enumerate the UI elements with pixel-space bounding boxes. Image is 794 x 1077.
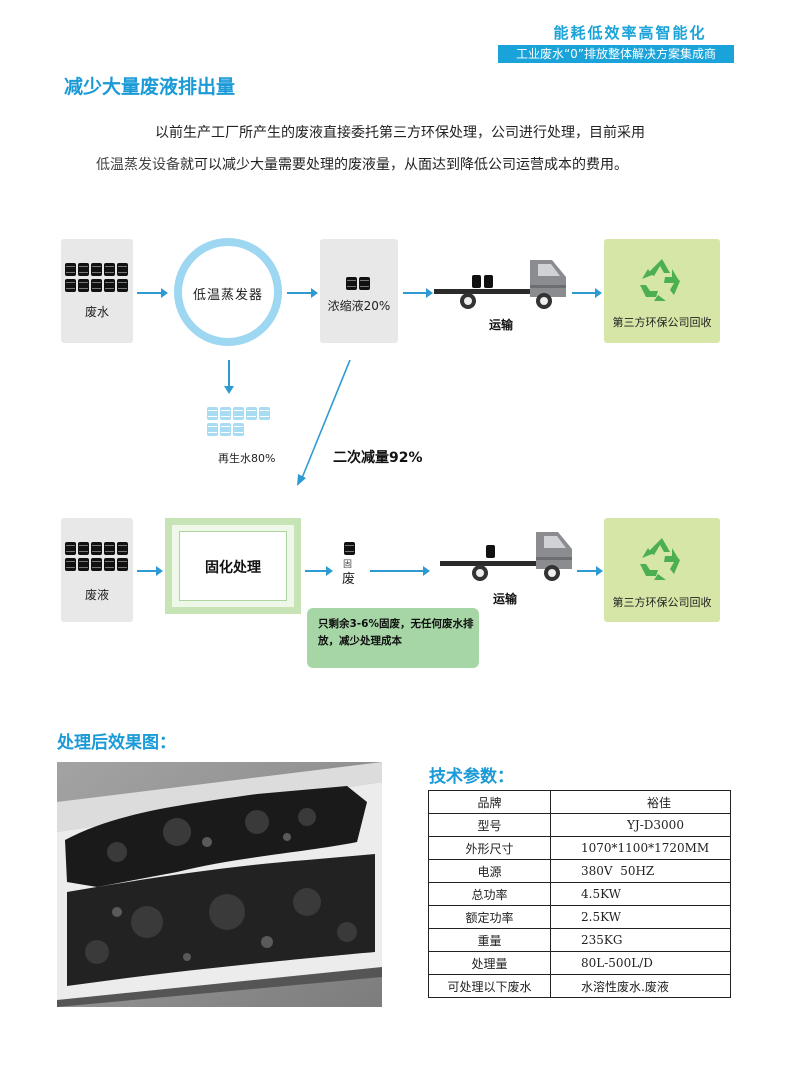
barrels-icon <box>346 277 409 290</box>
truck-icon <box>434 260 566 309</box>
intro-line-2: 低温蒸发设备就可以减少大量需要处理的废液量，从面达到降低公司运营成本的费用。 <box>96 154 628 174</box>
truck-icon <box>440 532 572 581</box>
solid-waste-barrel-icon <box>344 542 355 555</box>
spec-key: 重量 <box>428 928 551 952</box>
note-bubble <box>307 608 479 668</box>
spec-value: 裕佳 <box>550 790 731 814</box>
arrow-right-icon <box>305 566 333 576</box>
wastewater-label: 废水 <box>84 305 109 319</box>
solid-waste-label-bottom: 废 <box>342 572 356 587</box>
spec-key: 品牌 <box>428 790 551 814</box>
waste-liquid-label: 废液 <box>84 588 109 602</box>
solidify-label: 固化处理 <box>205 560 261 576</box>
arrow-right-icon <box>287 288 318 298</box>
arrow-right-icon <box>137 288 168 298</box>
regen-water-label: 再生水80% <box>218 452 276 465</box>
intro-rest: 就可以减少大量需要处理的废液量，从面达到降低公司运营成本的费用。 <box>180 157 628 173</box>
arrow-right-icon <box>577 566 603 576</box>
arrow-down-icon <box>228 360 230 388</box>
barrels-icon <box>65 542 128 571</box>
spec-key: 型号 <box>428 813 551 837</box>
note-text: 只剩余3-6%固废，无任何废水排放，减少处理成本 <box>318 618 474 647</box>
arrow-right-icon <box>572 288 602 298</box>
spec-value: 80L-500L/D <box>550 951 731 975</box>
spec-value: 1070*1100*1720MM <box>550 836 731 860</box>
recycle-box: 第三方环保公司回收 <box>604 239 720 343</box>
transport-label: 运输 <box>489 318 514 332</box>
evaporator-circle <box>174 238 282 346</box>
spec-value: 235KG <box>550 928 731 952</box>
evaporator-label: 低温蒸发器 <box>192 288 263 303</box>
transport-label: 运输 <box>493 592 518 606</box>
spec-value: 水溶性废水.废液 <box>550 974 731 998</box>
reduction-label: 二次减量92% <box>333 450 423 466</box>
recycle-label: 第三方环保公司回收 <box>612 316 712 329</box>
spec-key: 处理量 <box>428 951 551 975</box>
brand-slogan: 能耗低效率高智能化 <box>553 24 707 42</box>
section-title: 减少大量废液排出量 <box>64 76 236 98</box>
waste-liquid-box: 废液 <box>61 518 133 622</box>
concentrate-box: 浓缩液20% <box>320 239 398 343</box>
arrow-right-icon <box>370 566 430 576</box>
spec-value: 380V 50HZ <box>550 859 731 883</box>
spec-key: 总功率 <box>428 882 551 906</box>
recycle-icon <box>640 538 680 580</box>
concentrate-label: 浓缩液20% <box>327 299 391 313</box>
intro-highlight: 低温蒸发设备 <box>96 157 180 173</box>
result-title: 处理后效果图： <box>57 733 176 753</box>
recycle-icon <box>640 259 680 301</box>
solid-waste-label-top: 固 <box>343 560 353 570</box>
recycle-label: 第三方环保公司回收 <box>612 596 712 609</box>
specs-title: 技术参数： <box>429 767 514 787</box>
arrow-right-icon <box>137 566 163 576</box>
spec-value: 4.5KW <box>550 882 731 906</box>
spec-key: 可处理以下废水 <box>428 974 551 998</box>
brand-tagline: 工业废水“0”排放整体解决方案集成商 <box>498 45 734 63</box>
spec-key: 额定功率 <box>428 905 551 929</box>
spec-value: 2.5KW <box>550 905 731 929</box>
table-row: 品牌裕佳 <box>428 790 731 814</box>
arrow-right-icon <box>403 288 433 298</box>
spec-key: 外形尺寸 <box>428 836 551 860</box>
diagonal-arrow-icon <box>297 359 351 486</box>
table-row: 可处理以下废水水溶性废水.废液 <box>428 974 731 998</box>
processed-residue-photo <box>57 762 382 1007</box>
wastewater-box: 废水 <box>61 239 133 343</box>
spec-key: 电源 <box>428 859 551 883</box>
regen-water-barrels-icon <box>207 407 270 436</box>
intro-line-1: 以前生产工厂所产生的废液直接委托第三方环保处理，公司进行处理，目前采用 <box>155 125 645 141</box>
solidify-inner <box>179 531 287 601</box>
recycle-box: 第三方环保公司回收 <box>604 518 720 622</box>
barrels-icon <box>65 263 128 292</box>
spec-value: YJ-D3000 <box>550 813 731 837</box>
